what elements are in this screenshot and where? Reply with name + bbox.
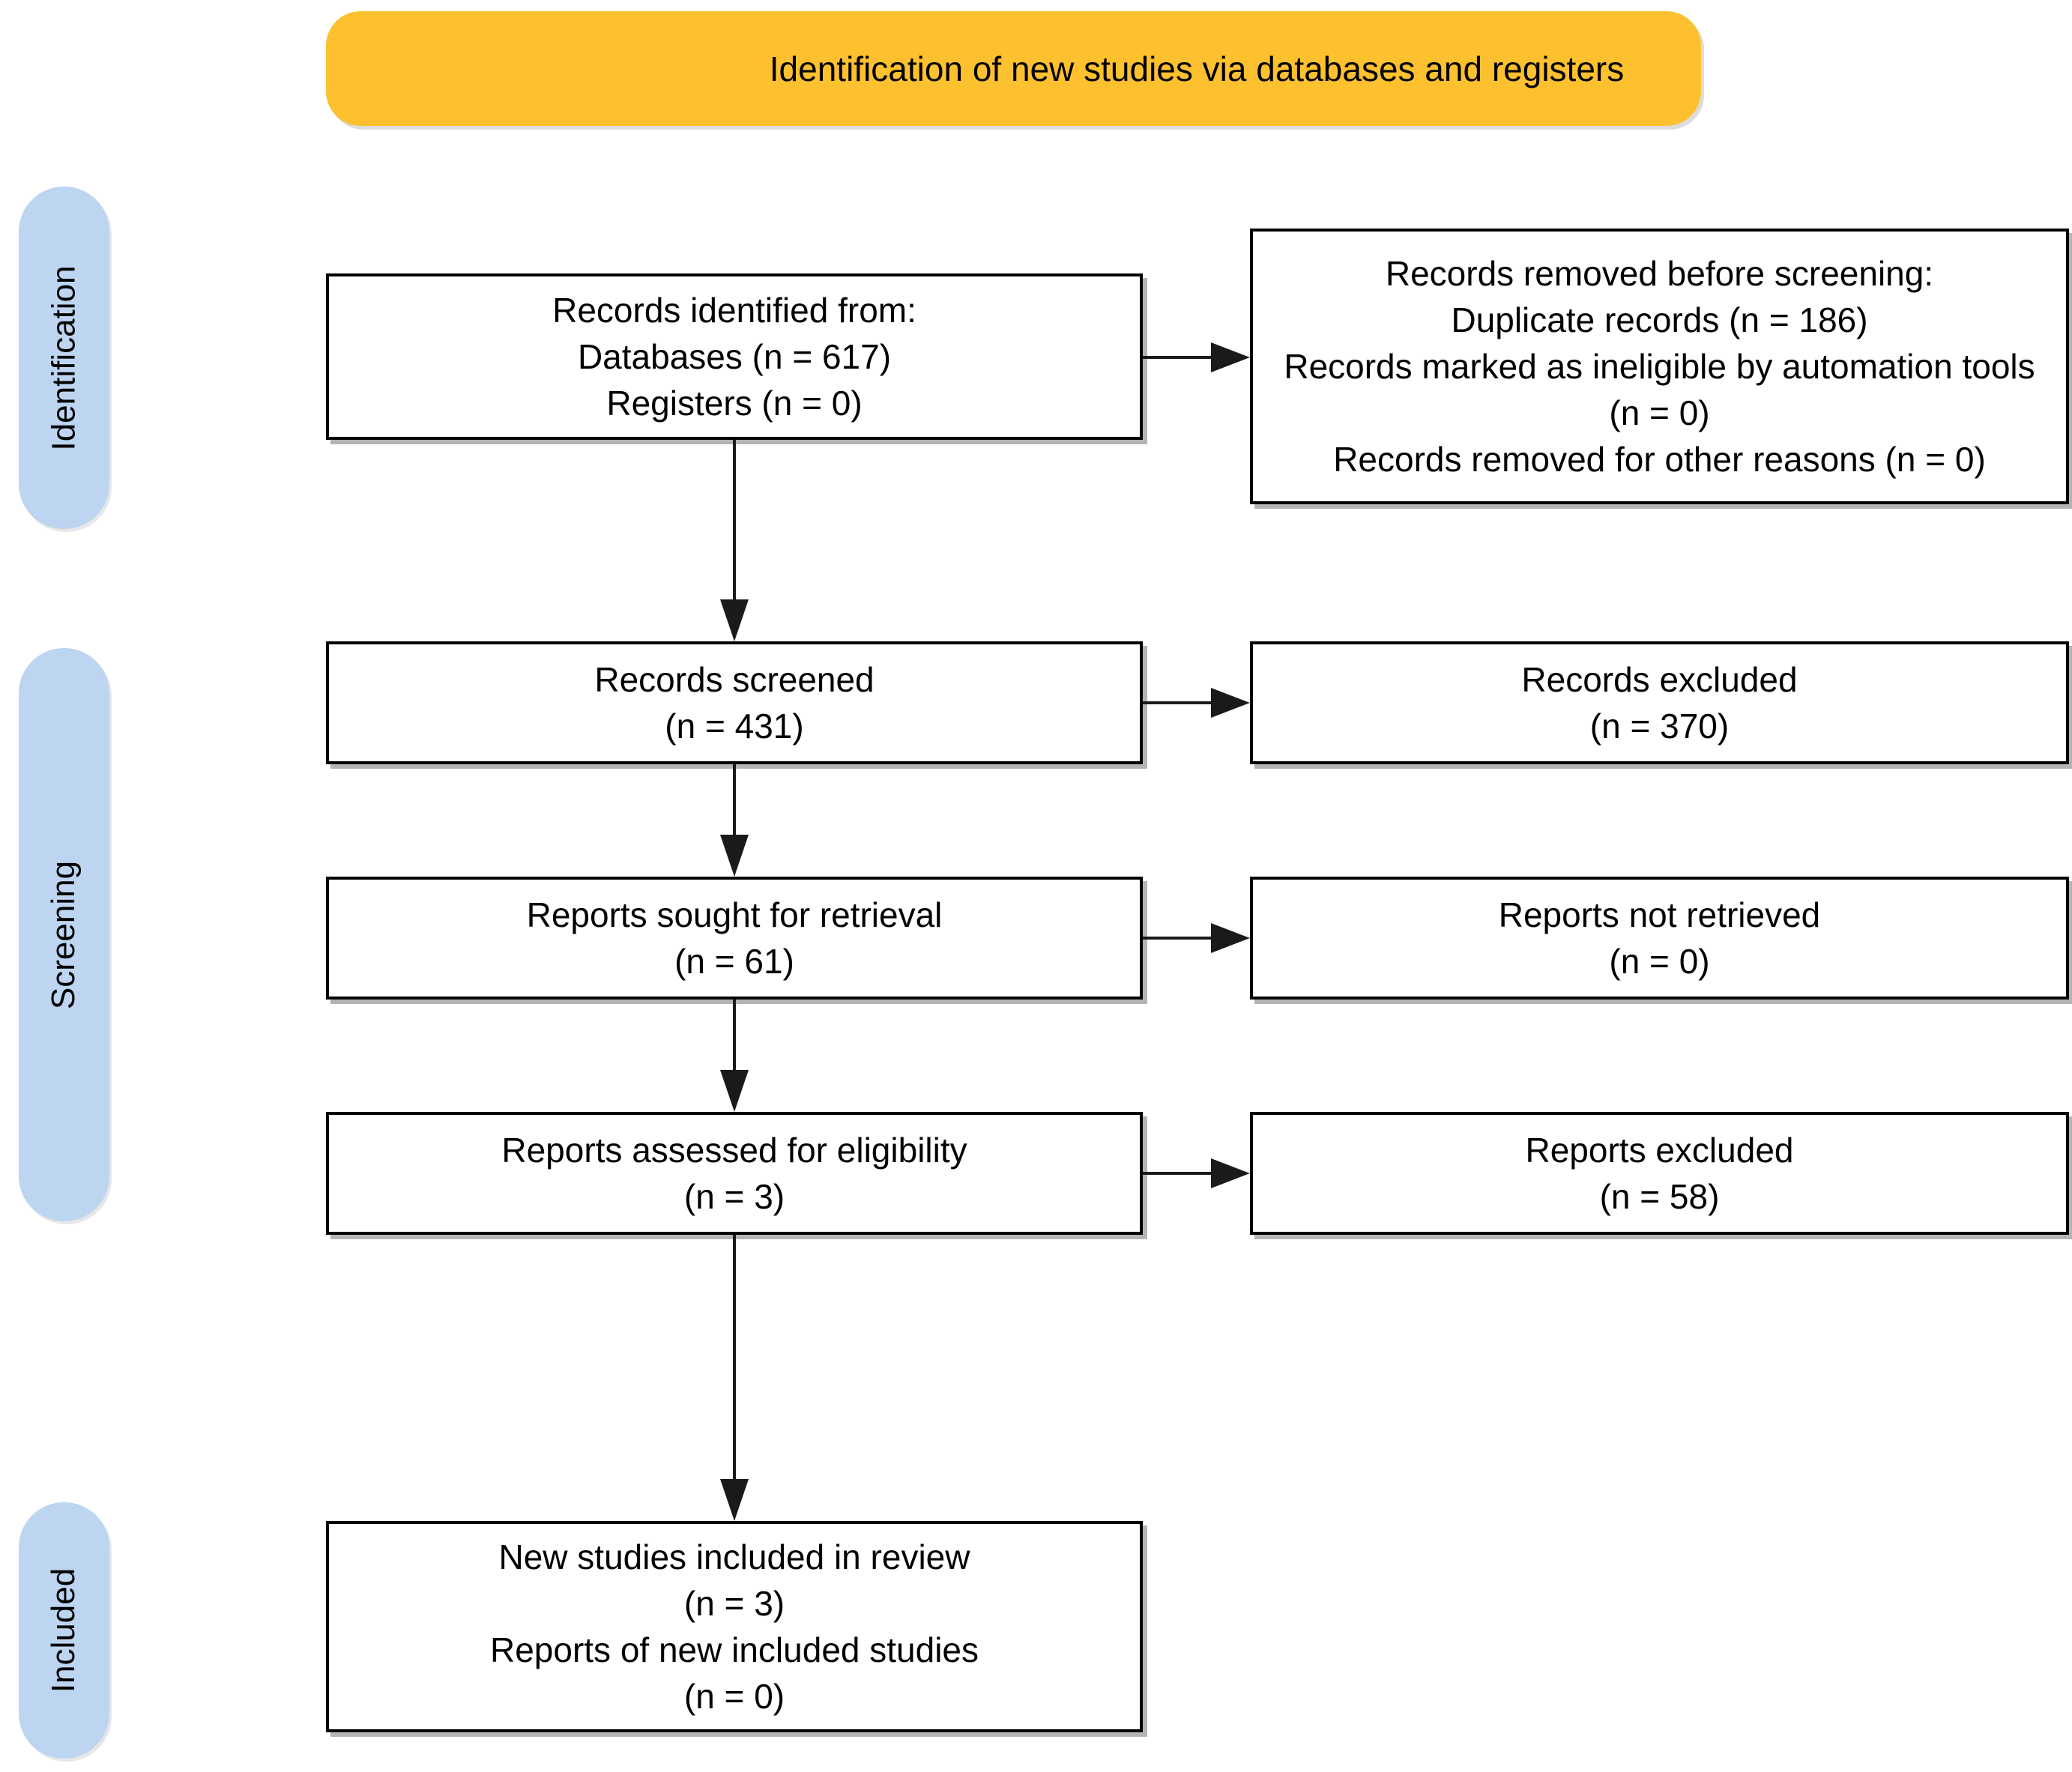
arrow-line-screened-to-excluded [1143,701,1212,704]
arrowhead-down-icon [720,1479,749,1521]
header-banner-label: Identification of new studies via databa… [769,49,1625,88]
arrow-line-sought-to-not-retrieved [1143,937,1212,940]
box-line: (n = 3) [683,1584,785,1623]
records-excluded-box: Records excluded (n = 370) [1250,641,2069,764]
records-removed-box: Records removed before screening: Duplic… [1250,229,2069,504]
box-line: Reports of new included studies [489,1630,979,1669]
reports-assessed-box: Reports assessed for eligibility (n = 3) [326,1112,1143,1235]
arrowhead-right-icon [1211,1158,1250,1188]
arrow-line-sought-to-assessed [733,1000,736,1071]
records-screened-box: Records screened (n = 431) [326,641,1143,764]
box-line: Reports assessed for eligibility [501,1131,967,1170]
box-line: (n = 3) [683,1177,785,1216]
arrow-line-identified-to-removed [1143,356,1212,359]
box-line: New studies included in review [498,1537,970,1576]
records-identified-box: Records identified from: Databases (n = … [326,273,1143,440]
box-line: Reports excluded [1525,1131,1794,1170]
box-line: Records removed for other reasons (n = 0… [1333,440,1986,479]
box-line: Records screened [594,660,875,699]
reports-sought-box: Reports sought for retrieval (n = 61) [326,877,1143,1000]
arrowhead-down-icon [720,835,749,877]
reports-excluded-box: Reports excluded (n = 58) [1250,1112,2069,1235]
arrowhead-right-icon [1211,688,1250,718]
arrowhead-down-icon [720,599,749,641]
box-line: Databases (n = 617) [577,337,892,376]
box-line: (n = 431) [665,707,804,746]
box-line: Reports not retrieved [1498,895,1821,934]
reports-not-retrieved-box: Reports not retrieved (n = 0) [1250,877,2069,1000]
box-line: (n = 0) [1609,942,1710,981]
box-line: Records identified from: [552,291,916,330]
arrow-line-identified-to-screened [733,440,736,601]
arrowhead-down-icon [720,1070,749,1112]
arrowhead-right-icon [1211,923,1250,953]
box-line: (n = 370) [1589,707,1730,746]
arrow-line-screened-to-sought [733,764,736,836]
stage-label-screening: Screening [19,648,109,1221]
box-line: Records removed before screening: [1385,254,1934,293]
box-line: Reports sought for retrieval [526,895,943,934]
box-line: Duplicate records (n = 186) [1451,300,1868,339]
arrow-line-assessed-to-reports-excluded [1143,1172,1212,1175]
box-line: (n = 61) [674,942,794,981]
stage-label-screening-text: Screening [45,860,82,1009]
box-line: Records excluded [1521,660,1798,699]
box-line: (n = 0) [683,1677,785,1716]
arrow-line-assessed-to-included [733,1235,736,1481]
stage-label-identification: Identification [19,187,109,529]
box-line: Records marked as ineligible by automati… [1284,347,2035,432]
box-line: (n = 58) [1599,1177,1720,1216]
header-banner: Identification of new studies via databa… [326,11,1701,126]
stage-label-included-text: Included [45,1567,82,1693]
new-studies-included-box: New studies included in review (n = 3) R… [326,1521,1143,1732]
stage-label-identification-text: Identification [45,264,82,451]
box-line: Registers (n = 0) [606,384,863,423]
stage-label-included: Included [19,1502,109,1759]
arrowhead-right-icon [1211,342,1250,372]
